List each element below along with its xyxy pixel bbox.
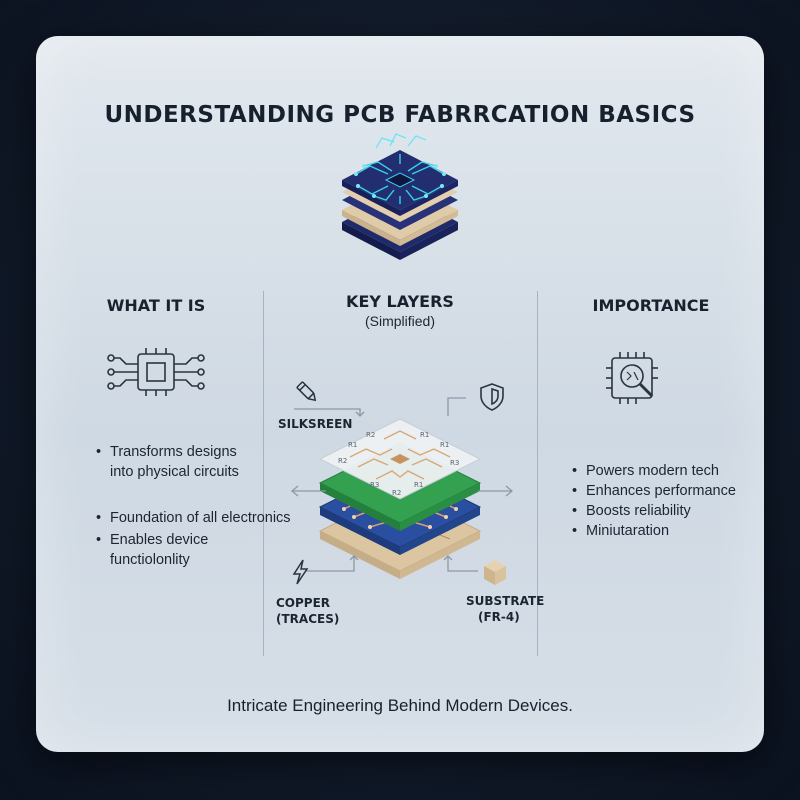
list-item: Enables device functiolonlity (96, 530, 320, 570)
infographic-card: UNDERSTANDING PCB FABRRCATION BASICS (36, 36, 764, 752)
magnifier-chip-icon (606, 352, 658, 404)
silkscreen-label: SILKSREEN (278, 417, 353, 431)
divider-right (537, 291, 538, 656)
list-item: Powers modern tech (572, 461, 764, 481)
shield-icon (480, 383, 504, 411)
svg-text:R2: R2 (338, 457, 347, 465)
svg-text:R3: R3 (370, 481, 379, 489)
key-layers-subheading: (Simplified) (364, 313, 435, 329)
page-title: UNDERSTANDING PCB FABRRCATION BASICS (104, 102, 696, 128)
footer-tagline: Intricate Engineering Behind Modern Devi… (227, 696, 573, 715)
substrate-label-sub: (FR-4) (478, 610, 520, 624)
list-item: Boosts reliability (572, 501, 764, 521)
list-item: Miniutaration (572, 521, 764, 541)
copper-label-sub: (TRACES) (276, 612, 340, 626)
svg-text:R2: R2 (366, 431, 375, 439)
substrate-label: SUBSTRATE (466, 594, 545, 608)
svg-text:R3: R3 (450, 459, 459, 467)
svg-text:R1: R1 (414, 481, 423, 489)
copper-label: COPPER (276, 596, 331, 610)
cube-icon (484, 560, 506, 585)
chip-icon (107, 348, 205, 396)
svg-text:R2: R2 (392, 489, 401, 497)
list-item: Foundation of all electronics (96, 508, 320, 528)
key-layers-heading: KEY LAYERS (346, 292, 454, 311)
what-it-is-list: Transforms designs into physical circuit… (96, 442, 320, 570)
svg-text:R1: R1 (348, 441, 357, 449)
what-it-is-heading: WHAT IT IS (106, 296, 206, 315)
list-item: Transforms designs into physical circuit… (96, 442, 320, 482)
lightning-icon (292, 559, 309, 585)
svg-text:R1: R1 (440, 441, 449, 449)
importance-heading: IMPORTANCE (592, 296, 710, 315)
pen-icon (296, 381, 317, 402)
svg-text:R1: R1 (420, 431, 429, 439)
importance-list: Powers modern tech Enhances performance … (572, 461, 764, 541)
pcb-stack-hero-icon (342, 133, 458, 260)
list-item: Enhances performance (572, 481, 764, 501)
